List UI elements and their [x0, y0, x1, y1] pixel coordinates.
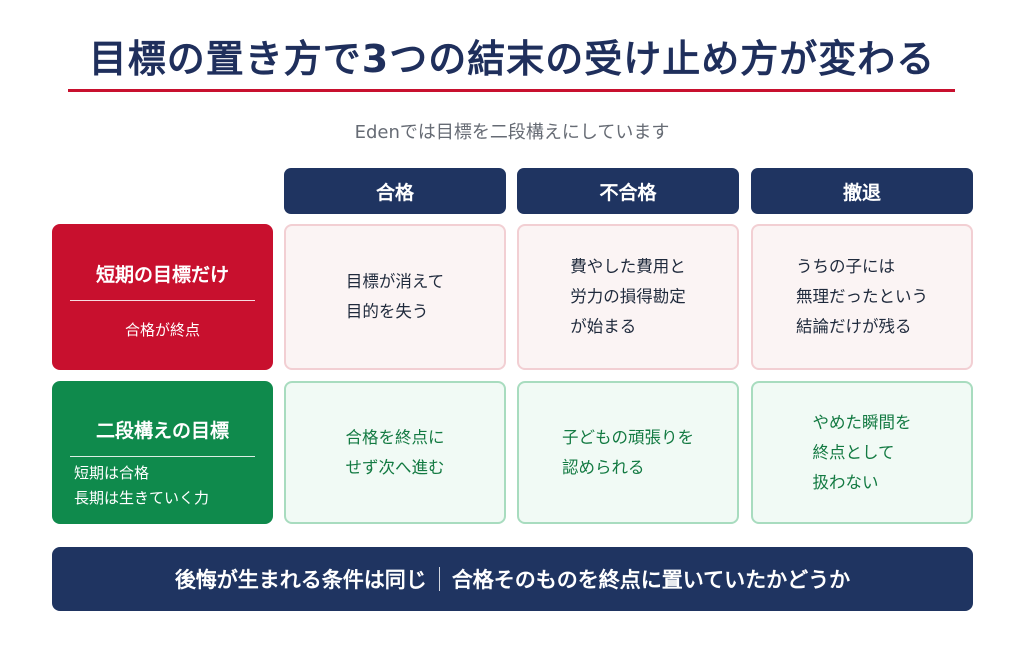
row-label-short-term-only: 短期の目標だけ 合格が終点: [52, 224, 273, 370]
summary-left: 後悔が生まれる条件は同じ: [174, 568, 427, 592]
cell-text: 子どもの頑張りを 認められる: [562, 427, 694, 477]
cell-text: うちの子には 無理だったという 結論だけが残る: [796, 257, 928, 336]
column-header-pass: 合格: [284, 168, 506, 214]
cell-short-pass: 目標が消えて 目的を失う: [284, 224, 506, 370]
cell-short-fail: 費やした費用と 労力の損得勘定 が始まる: [517, 224, 739, 370]
row-label-subtext: 短期は合格 長期は生きていく力: [74, 464, 210, 507]
row-label-subtext: 合格が終点: [124, 321, 200, 339]
cell-text: やめた瞬間を 終点として 扱わない: [812, 412, 912, 492]
cell-two-stage-withdraw: やめた瞬間を 終点として 扱わない: [751, 381, 973, 524]
summary-banner: 後悔が生まれる条件は同じ 合格そのものを終点に置いていたかどうか: [52, 547, 973, 611]
column-header-withdraw: 撤退: [751, 168, 973, 214]
cell-two-stage-pass: 合格を終点に せず次へ進む: [284, 381, 506, 524]
row-label-divider: [70, 456, 255, 457]
row-label-divider: [70, 300, 255, 301]
page-title: 目標の置き方で3つの結末の受け止め方が変わる: [88, 37, 936, 81]
row-label-title: 二段構えの目標: [95, 420, 229, 442]
row-label-two-stage: 二段構えの目標 短期は合格 長期は生きていく力: [52, 381, 273, 524]
summary-right: 合格そのものを終点に置いていたかどうか: [451, 568, 851, 592]
summary-separator: [438, 567, 440, 591]
cell-text: 費やした費用と 労力の損得勘定 が始まる: [570, 257, 686, 336]
row-label-title: 短期の目標だけ: [95, 264, 229, 286]
title-underline: [68, 89, 955, 92]
column-header-fail: 不合格: [517, 168, 739, 214]
cell-text: 合格を終点に せず次へ進む: [345, 427, 445, 477]
page-subtitle: Edenでは目標を二段構えにしています: [354, 122, 670, 143]
cell-short-withdraw: うちの子には 無理だったという 結論だけが残る: [751, 224, 973, 370]
cell-text: 目標が消えて 目的を失う: [345, 272, 445, 321]
cell-two-stage-fail: 子どもの頑張りを 認められる: [517, 381, 739, 524]
